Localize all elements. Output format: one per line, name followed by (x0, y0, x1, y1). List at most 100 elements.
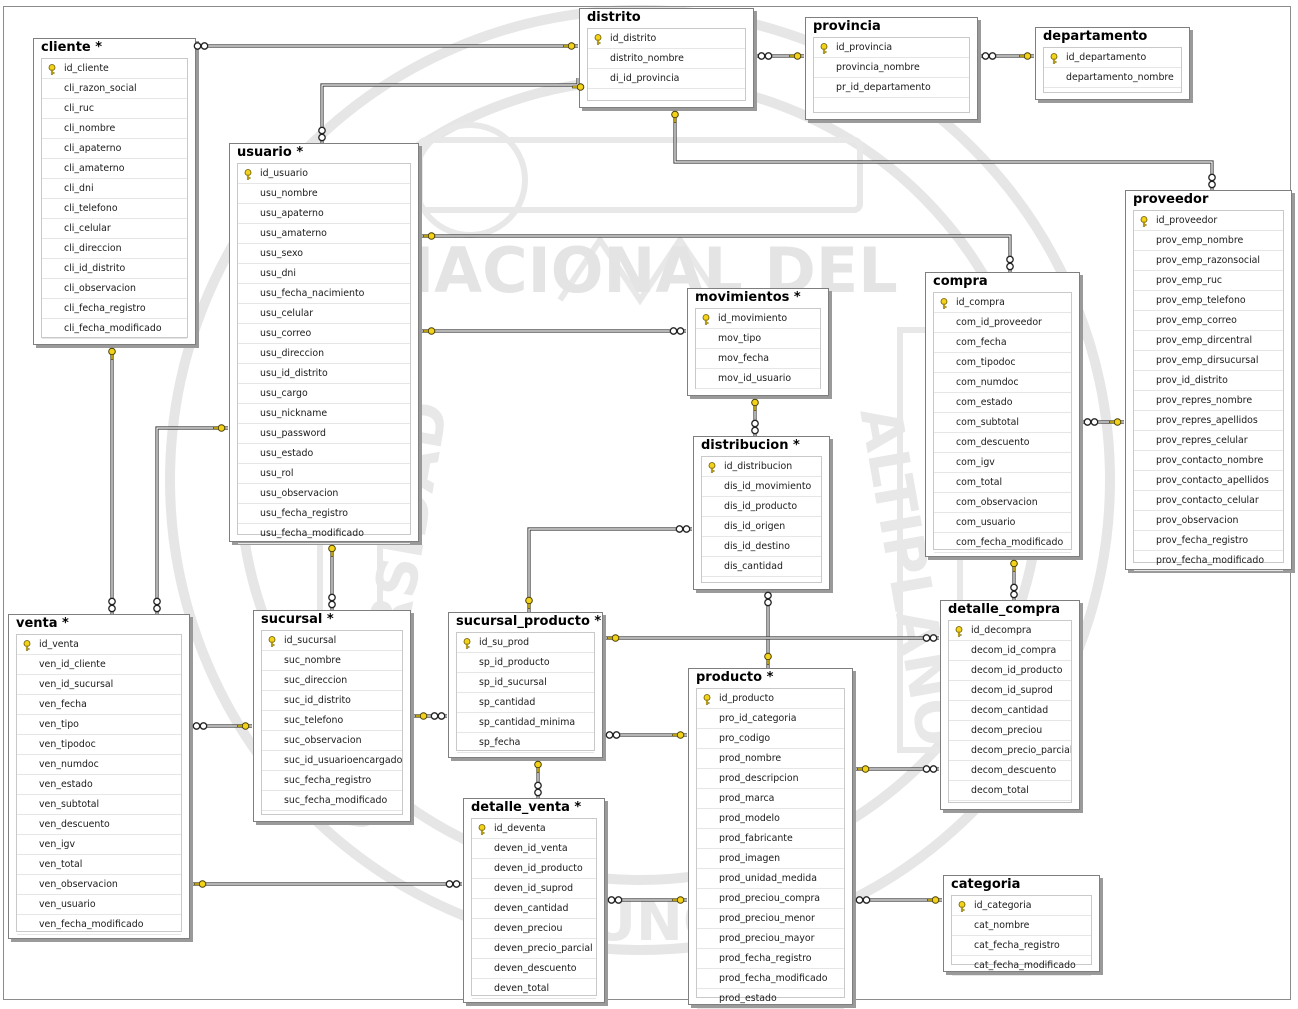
column-row[interactable]: cli_nombre (42, 119, 187, 139)
column-row[interactable]: dis_id_destino (702, 537, 821, 557)
column-row[interactable]: suc_fecha_modificado (262, 791, 402, 811)
column-row[interactable]: prov_repres_nombre (1134, 391, 1283, 411)
primary-key-column[interactable]: id_distribucion (702, 457, 821, 477)
column-row[interactable]: usu_direccion (238, 344, 410, 364)
column-row[interactable]: usu_fecha_modificado (238, 524, 410, 544)
column-row[interactable]: usu_observacion (238, 484, 410, 504)
column-row[interactable]: deven_descuento (472, 959, 596, 979)
column-row[interactable]: suc_observacion (262, 731, 402, 751)
column-row[interactable]: cli_celular (42, 219, 187, 239)
column-row[interactable]: sp_fecha (457, 733, 594, 753)
column-row[interactable]: prov_repres_celular (1134, 431, 1283, 451)
column-row[interactable]: usu_rol (238, 464, 410, 484)
column-row[interactable]: com_total (934, 473, 1071, 493)
column-row[interactable]: usu_celular (238, 304, 410, 324)
column-row[interactable]: prov_emp_razonsocial (1134, 251, 1283, 271)
column-row[interactable]: ven_tipodoc (17, 735, 181, 755)
column-row[interactable]: prod_fabricante (697, 829, 844, 849)
column-row[interactable]: prov_fecha_modificado (1134, 551, 1283, 571)
column-row[interactable]: ven_observacion (17, 875, 181, 895)
column-row[interactable]: cli_id_distrito (42, 259, 187, 279)
column-row[interactable]: ven_descuento (17, 815, 181, 835)
column-row[interactable]: sp_cantidad_minima (457, 713, 594, 733)
column-row[interactable]: com_subtotal (934, 413, 1071, 433)
column-row[interactable]: deven_preciou (472, 919, 596, 939)
column-row[interactable]: prod_nombre (697, 749, 844, 769)
column-row[interactable]: usu_sexo (238, 244, 410, 264)
column-row[interactable]: mov_fecha (696, 349, 820, 369)
primary-key-column[interactable]: id_compra (934, 293, 1071, 313)
column-row[interactable]: sp_id_sucursal (457, 673, 594, 693)
column-row[interactable]: pro_codigo (697, 729, 844, 749)
column-row[interactable]: ven_igv (17, 835, 181, 855)
column-row[interactable]: pr_id_departamento (814, 78, 969, 98)
column-row[interactable]: usu_nombre (238, 184, 410, 204)
column-row[interactable]: com_fecha_modificado (934, 533, 1071, 553)
column-row[interactable]: prov_fecha_registro (1134, 531, 1283, 551)
column-row[interactable]: cli_direccion (42, 239, 187, 259)
column-row[interactable]: suc_telefono (262, 711, 402, 731)
column-row[interactable]: ven_subtotal (17, 795, 181, 815)
column-row[interactable]: prod_fecha_registro (697, 949, 844, 969)
primary-key-column[interactable]: id_cliente (42, 59, 187, 79)
column-row[interactable]: prov_contacto_nombre (1134, 451, 1283, 471)
column-row[interactable]: ven_fecha (17, 695, 181, 715)
column-row[interactable]: departamento_nombre (1044, 68, 1181, 88)
column-row[interactable]: prov_emp_telefono (1134, 291, 1283, 311)
column-row[interactable]: ven_numdoc (17, 755, 181, 775)
column-row[interactable]: distrito_nombre (588, 49, 745, 69)
primary-key-column[interactable]: id_su_prod (457, 633, 594, 653)
column-row[interactable]: deven_id_venta (472, 839, 596, 859)
primary-key-column[interactable]: id_sucursal (262, 631, 402, 651)
column-row[interactable]: usu_password (238, 424, 410, 444)
column-row[interactable]: decom_descuento (949, 761, 1071, 781)
column-row[interactable]: provincia_nombre (814, 58, 969, 78)
column-row[interactable]: decom_id_producto (949, 661, 1071, 681)
column-row[interactable]: prov_repres_apellidos (1134, 411, 1283, 431)
column-row[interactable]: dis_id_movimiento (702, 477, 821, 497)
primary-key-column[interactable]: id_movimiento (696, 309, 820, 329)
column-row[interactable]: cli_fecha_modificado (42, 319, 187, 339)
column-row[interactable]: usu_id_distrito (238, 364, 410, 384)
column-row[interactable]: dis_id_producto (702, 497, 821, 517)
column-row[interactable]: prod_imagen (697, 849, 844, 869)
column-row[interactable]: decom_id_compra (949, 641, 1071, 661)
column-row[interactable]: prov_emp_ruc (1134, 271, 1283, 291)
column-row[interactable]: decom_total (949, 781, 1071, 801)
column-row[interactable]: cli_razon_social (42, 79, 187, 99)
column-row[interactable]: cat_fecha_registro (952, 936, 1091, 956)
column-row[interactable]: cat_nombre (952, 916, 1091, 936)
column-row[interactable]: prod_preciou_compra (697, 889, 844, 909)
column-row[interactable]: prov_contacto_celular (1134, 491, 1283, 511)
primary-key-column[interactable]: id_provincia (814, 38, 969, 58)
column-row[interactable]: cli_observacion (42, 279, 187, 299)
column-row[interactable]: deven_total (472, 979, 596, 999)
column-row[interactable]: suc_direccion (262, 671, 402, 691)
column-row[interactable]: deven_cantidad (472, 899, 596, 919)
column-row[interactable]: usu_apaterno (238, 204, 410, 224)
column-row[interactable]: deven_id_suprod (472, 879, 596, 899)
column-row[interactable]: ven_estado (17, 775, 181, 795)
primary-key-column[interactable]: id_decompra (949, 621, 1071, 641)
column-row[interactable]: mov_id_usuario (696, 369, 820, 389)
column-row[interactable]: cli_amaterno (42, 159, 187, 179)
column-row[interactable]: prod_unidad_medida (697, 869, 844, 889)
column-row[interactable]: ven_tipo (17, 715, 181, 735)
column-row[interactable]: usu_correo (238, 324, 410, 344)
column-row[interactable]: com_igv (934, 453, 1071, 473)
primary-key-column[interactable]: id_venta (17, 635, 181, 655)
column-row[interactable]: suc_nombre (262, 651, 402, 671)
column-row[interactable]: prod_descripcion (697, 769, 844, 789)
primary-key-column[interactable]: id_usuario (238, 164, 410, 184)
primary-key-column[interactable]: id_proveedor (1134, 211, 1283, 231)
